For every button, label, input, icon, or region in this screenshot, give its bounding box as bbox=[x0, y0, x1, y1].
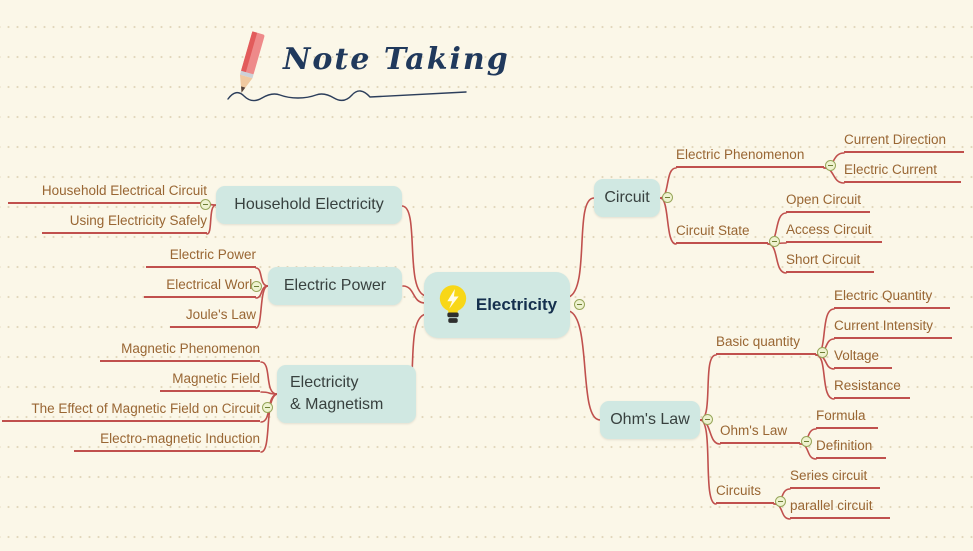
collapse-button-circuit-state[interactable] bbox=[769, 236, 780, 247]
subtopic-circuit-state[interactable]: Circuit State bbox=[676, 223, 768, 244]
subtopic-circuits[interactable]: Circuits bbox=[716, 483, 774, 504]
subtopic-voltage[interactable]: Voltage bbox=[834, 348, 892, 369]
topic-circuit[interactable]: Circuit bbox=[594, 179, 660, 217]
collapse-button-circuit[interactable] bbox=[662, 192, 673, 203]
collapse-button-central[interactable] bbox=[574, 299, 585, 310]
pencil-icon bbox=[239, 31, 265, 93]
connector bbox=[767, 243, 787, 274]
subtopic-joules-law[interactable]: Joule's Law bbox=[170, 307, 256, 328]
central-topic-label: Electricity bbox=[475, 295, 558, 314]
connector bbox=[568, 310, 601, 421]
subtopic-using-electricity-safely[interactable]: Using Electricity Safely bbox=[42, 213, 207, 234]
collapse-button-basic-quantity[interactable] bbox=[817, 347, 828, 358]
subtopic-current-intensity[interactable]: Current Intensity bbox=[834, 318, 952, 339]
subtopic-electrical-work[interactable]: Electrical Work bbox=[144, 277, 256, 298]
light-bulb-icon bbox=[439, 285, 467, 323]
collapse-button-electric-power[interactable] bbox=[251, 281, 262, 292]
topic-label-line2: & Magnetism bbox=[290, 396, 384, 413]
topic-ohms-law[interactable]: Ohm's Law bbox=[600, 401, 700, 439]
subtopic-short-circuit[interactable]: Short Circuit bbox=[786, 252, 874, 273]
connector bbox=[260, 391, 278, 395]
subtopic-household-electrical-circuit[interactable]: Household Electrical Circuit bbox=[8, 183, 207, 204]
page-title: Note Taking bbox=[283, 42, 510, 77]
subtopic-access-circuit[interactable]: Access Circuit bbox=[786, 222, 882, 243]
topic-label: Circuit bbox=[604, 189, 650, 206]
collapse-button-circuits[interactable] bbox=[775, 496, 786, 507]
subtopic-electric-power[interactable]: Electric Power bbox=[146, 247, 256, 268]
connector bbox=[255, 285, 269, 329]
subtopic-basic-quantity[interactable]: Basic quantity bbox=[716, 334, 816, 355]
subtopic-definition[interactable]: Definition bbox=[816, 438, 886, 459]
topic-label-line1: Electricity bbox=[290, 373, 359, 391]
subtopic-ohms-law[interactable]: Ohm's Law bbox=[720, 423, 800, 444]
subtopic-electric-quantity[interactable]: Electric Quantity bbox=[834, 288, 950, 309]
subtopic-electromagnetic-induction[interactable]: Electro-magnetic Induction bbox=[74, 431, 260, 452]
connector bbox=[206, 204, 217, 235]
connector bbox=[699, 354, 717, 421]
subtopic-formula[interactable]: Formula bbox=[816, 408, 878, 429]
subtopic-open-circuit[interactable]: Open Circuit bbox=[786, 192, 870, 213]
collapse-button-electric-phenomenon[interactable] bbox=[825, 160, 836, 171]
topic-label: Ohm's Law bbox=[610, 411, 690, 428]
connector bbox=[402, 285, 426, 304]
subtopic-electric-current[interactable]: Electric Current bbox=[844, 162, 961, 183]
subtopic-parallel-circuit[interactable]: parallel circuit bbox=[790, 498, 890, 519]
topic-label: Electric Power bbox=[283, 277, 387, 294]
topic-electricity-magnetism[interactable]: Electricity & Magnetism bbox=[277, 365, 416, 423]
connector bbox=[815, 354, 835, 400]
subtopic-current-direction[interactable]: Current Direction bbox=[844, 132, 964, 153]
connector bbox=[401, 205, 427, 297]
collapse-button-ohms-law-sub[interactable] bbox=[801, 436, 812, 447]
squiggle-underline bbox=[227, 90, 467, 102]
collapse-button-household[interactable] bbox=[200, 199, 211, 210]
subtopic-resistance[interactable]: Resistance bbox=[834, 378, 910, 399]
collapse-button-ohms-law[interactable] bbox=[702, 414, 713, 425]
connector bbox=[659, 197, 677, 245]
connector bbox=[699, 419, 717, 505]
subtopic-magnetic-phenomenon[interactable]: Magnetic Phenomenon bbox=[100, 341, 260, 362]
subtopic-magnetic-field[interactable]: Magnetic Field bbox=[160, 371, 260, 392]
subtopic-effect-of-magnetic-field[interactable]: The Effect of Magnetic Field on Circuit bbox=[2, 401, 260, 422]
topic-household-electricity[interactable]: Household Electricity bbox=[216, 186, 402, 224]
central-topic-electricity[interactable]: Electricity bbox=[424, 272, 570, 338]
topic-label: Household Electricity bbox=[234, 196, 384, 213]
subtopic-electric-phenomenon[interactable]: Electric Phenomenon bbox=[676, 147, 824, 168]
subtopic-series-circuit[interactable]: Series circuit bbox=[790, 468, 880, 489]
topic-electric-power[interactable]: Electric Power bbox=[268, 267, 402, 305]
collapse-button-electricity-magnetism[interactable] bbox=[262, 402, 273, 413]
connector bbox=[568, 197, 595, 298]
connector bbox=[260, 361, 278, 395]
